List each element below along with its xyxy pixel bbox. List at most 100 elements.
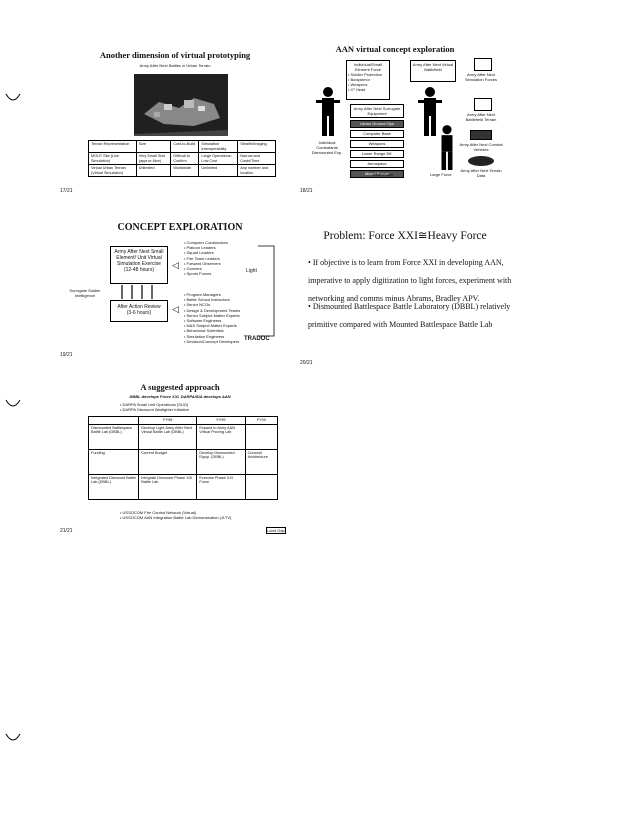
side-label: Army After Next Simulation Forces xyxy=(464,72,497,82)
soldier-figure-icon xyxy=(316,87,340,136)
table-cell: Current Budget xyxy=(138,448,198,475)
table-row: Dismounted Battlespace Battle Lab (DBBL)… xyxy=(87,423,279,450)
punch-hole-mark xyxy=(5,399,21,407)
slide-1-title: Another dimension of virtual prototyping xyxy=(99,50,251,60)
side-label: Army After Next Combat Vehicles xyxy=(459,142,503,152)
bullet-1: • If objective is to learn from Force XX… xyxy=(308,258,512,303)
column-header: FY00 xyxy=(244,416,279,425)
list-item: • Gunners xyxy=(184,266,202,272)
table-cell: Integrated Dismount Battle Lab (DBBL) xyxy=(87,473,140,500)
column-header: FY99 xyxy=(196,416,246,425)
bottom-label-right: Large Force xyxy=(430,172,452,177)
table-cell xyxy=(244,473,279,500)
page-number: 21/21 xyxy=(60,528,73,534)
soldier-figure-icon xyxy=(441,125,453,170)
bullet-text: Dismounted Battlespace Battle Laboratory… xyxy=(308,302,511,329)
surrogate-equipment-box: Army After Next Surrogate Equipment xyxy=(350,104,404,118)
list-item: • C² Head xyxy=(348,87,366,92)
stack-layer: Lower Range Eff. xyxy=(350,150,404,158)
page-number: 20/21 xyxy=(300,360,313,366)
urban-terrain-photo xyxy=(134,74,228,136)
slide-3-title: CONCEPT EXPLORATION xyxy=(117,222,243,233)
list-item: • Fire Team Leaders xyxy=(184,255,220,261)
footer-tag: Land Gap xyxy=(266,527,286,534)
computer-icon xyxy=(474,98,492,111)
list-item: • Senior NCOs xyxy=(184,302,211,308)
slide-5-title: A suggested approach xyxy=(140,382,220,392)
box-label: Individual/Small Element Force xyxy=(353,62,382,72)
list-item: • USSOCOM AAN Integration Battle Lab Dem… xyxy=(120,515,232,521)
table-cell: Any number and location xyxy=(237,164,276,177)
after-action-review-box: After Action Review (3-6 hours) xyxy=(110,300,168,322)
list-item: • Simulation Engineers xyxy=(184,333,225,339)
list-item: • Battle School Instructors xyxy=(184,297,230,303)
top-list: • Computer Constructors• Platoon Leaders… xyxy=(184,240,228,276)
table-cell: Exercise Phase XXI Force xyxy=(196,473,246,500)
tradoc-tag: TRADOC xyxy=(244,336,270,342)
individual-force-box: Individual/Small Element Force • Soldier… xyxy=(346,60,390,100)
list-item: • Bodyarmor xyxy=(348,77,371,82)
punch-hole-mark xyxy=(5,733,21,741)
arrow-left-icon: ◁ xyxy=(172,261,179,271)
list-item: • USSOCOM Fire Control Network (Virtual) xyxy=(120,510,197,515)
table-cell: Large Operations: Low Cost xyxy=(198,152,239,165)
light-tag: Light xyxy=(246,268,257,274)
box-label: Army After Next Surrogate Equipment xyxy=(353,106,401,116)
terrain-disk-icon xyxy=(468,156,494,166)
bidirectional-arrows xyxy=(116,284,162,300)
left-label: Surrogate Soldier Intelligence xyxy=(69,288,101,298)
table-cell: Expand to Army AAN Virtual Proving Lab xyxy=(196,423,246,450)
soldier-figure-icon xyxy=(418,87,442,136)
slide-2-title: AAN virtual concept exploration xyxy=(335,44,455,54)
bullet-text: If objective is to learn from Force XXI … xyxy=(308,258,512,303)
table-cell: Unlimited xyxy=(135,164,172,177)
table-cell: Difficult to Confirm xyxy=(170,152,200,165)
table-cell: Narrow and Costs/Time xyxy=(237,152,276,165)
table-cell: Concept Architecture xyxy=(244,448,279,475)
punch-hole-mark xyxy=(5,93,21,101)
arrow-left-icon: ◁ xyxy=(172,305,179,315)
table-cell: Worldwide xyxy=(170,164,200,177)
table-cell: Cost-to-Build xyxy=(170,140,200,153)
slide-1-subtitle: Army After Next Battles in Urban Terrain xyxy=(139,63,211,68)
table-cell xyxy=(244,423,279,450)
column-header: FY98 xyxy=(138,416,198,425)
army-after-next-box: Army After Next Virtual Battlefield xyxy=(410,60,456,82)
bullet-2: • Dismounted Battlespace Battle Laborato… xyxy=(308,302,511,329)
top-notes: • DARPA Small Unit Operations (SUO)• DAR… xyxy=(120,402,189,412)
table-cell: Integrate Dismount Phase XXI Battle Lab xyxy=(138,473,198,500)
page-number: 19/21 xyxy=(60,352,73,358)
list-item: • Senior Subject Matter Experts xyxy=(184,312,240,318)
feedback-loop-line xyxy=(258,245,275,337)
box-label: Army After Next Small Element/ Unit Virt… xyxy=(114,249,164,273)
vehicle-icon xyxy=(470,130,492,140)
list-item: • Soldier Protection xyxy=(348,72,383,77)
bottom-list: • Program Managers• Battle School Instru… xyxy=(184,292,240,344)
simulation-exercise-box: Army After Next Small Element/ Unit Virt… xyxy=(110,246,168,284)
list-item: • Sports Forces xyxy=(184,271,212,277)
table-cell: MOUT Site (Live Simulation) xyxy=(88,152,137,165)
table-cell: Develop Light Army After Next Virtual Ba… xyxy=(138,423,198,450)
stack-layer: Computer Base xyxy=(350,130,404,138)
table-cell: Unlimited xyxy=(198,164,239,177)
slide-5-subtitle: DBBL develops Force XXI, DARPA/IDA devel… xyxy=(129,394,231,399)
list-item: • Program Managers xyxy=(184,292,221,297)
table-row: Virtual Urban Terrain (Virtual Simulatio… xyxy=(88,164,276,177)
table-cell: Simulation Interoperability xyxy=(198,140,239,153)
list-item: • Decision/Concept Developers xyxy=(184,338,240,344)
side-label: Army After Next Battlefield Terrain xyxy=(465,112,497,122)
bottom-label-left: Small Force xyxy=(372,172,394,177)
slide-4-title: Problem: Force XXI≅Heavy Force xyxy=(323,230,487,242)
side-label: Army After Next Terrain Data xyxy=(460,168,502,178)
list-item: • Behavioral Scientists xyxy=(184,328,224,334)
table-cell xyxy=(87,416,140,425)
table-cell: Dismounted Battlespace Battle Lab (DBBL) xyxy=(87,423,140,450)
page-number: 18/21 xyxy=(300,188,313,194)
list-item: • Computer Constructors xyxy=(184,240,228,245)
list-item: • Forward Observers xyxy=(184,260,221,266)
